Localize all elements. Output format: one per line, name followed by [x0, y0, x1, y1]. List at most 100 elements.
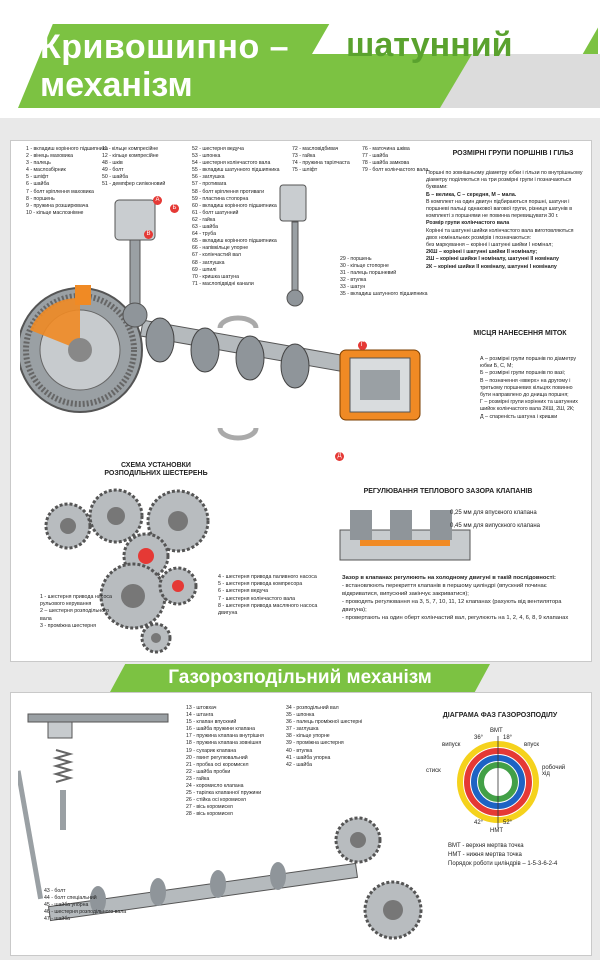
legend-item: 52 - шестерня ведуча	[192, 146, 244, 152]
sizes-text: Поршні по зовнішньому діаметру юбки і гі…	[426, 170, 584, 271]
legend-item: 66 - напівкільце упорне	[192, 245, 249, 252]
legend-item: 70 - кришка шатуна	[192, 273, 240, 280]
legend-item: 35 - вкладиш шатунного підшипника	[340, 291, 428, 298]
legend-item: 62 - гайка	[192, 216, 216, 223]
legend-item: 55 - вкладиш шатунного підшипника	[192, 167, 280, 174]
legend-item: 48 - шків	[102, 160, 123, 167]
legend-item: 47 - шайба	[44, 916, 71, 923]
legend-item: 27 - вісь коромисел	[186, 804, 233, 811]
sizes-title: РОЗМІРНІ ГРУПИ ПОРШНІВ І ГІЛЬЗ	[452, 150, 574, 157]
legend-item: 17 - пружина клапана внутрішня	[186, 733, 264, 740]
legend-item: 43 - болт	[44, 888, 66, 894]
sizes-line: 2К – корінні шийки ІІ номіналу, шатунні …	[426, 263, 557, 270]
legend-item: 18 - пружина клапана зовнішня	[186, 740, 262, 747]
legend-item: 71 - маслопідвідні канали	[192, 280, 254, 287]
sizes-line: Розмір групи колінчастого вала	[426, 220, 510, 227]
legend-item: 64 - труба	[192, 231, 216, 238]
legend-item: 20 - гвинт регулювальний	[186, 754, 248, 761]
legend-item: 63 - шайба	[192, 224, 219, 231]
sizes-line: Корінні та шатунні шийки колінчастого ва…	[426, 227, 574, 241]
gears-title: СХЕМА УСТАНОВКИ РОЗПОДІЛЬНИХ ШЕСТЕРЕНЬ	[104, 462, 208, 477]
pushrod	[18, 770, 44, 900]
legend-item: 36 - палець проміжної шестерні	[286, 719, 363, 726]
legend-item: 21 - пробка осі коромисел	[186, 761, 249, 768]
legend-item: 6 - шайба	[26, 181, 50, 188]
phase-legend: ВМТ - верхня мертва точка НМТ - нижня ме…	[448, 842, 588, 869]
crankshaft	[139, 317, 371, 389]
legend-item: 61 - болт шатунний	[192, 209, 239, 216]
valves-seq-line: - встановлюють перекриття клапанів в пер…	[342, 583, 547, 597]
label-vpusk: впуск	[524, 742, 539, 748]
header-white-tab	[312, 24, 600, 54]
gdm-legend-col2: 34 - розподільний вал 35 - шпонка 36 - п…	[286, 705, 362, 769]
legend-item: 58 - болт кріплення противаги	[192, 188, 265, 195]
pulley-cutaway	[339, 349, 421, 421]
legend-item: 14 - штанга	[186, 712, 214, 719]
valve-gap-inlet: 0,25 мм для впускного клапана	[450, 510, 537, 516]
legend-item: 15 - клапан впускний	[186, 719, 237, 726]
legend-item: 29 - поршень	[340, 256, 372, 262]
angle-label: 36°	[474, 735, 484, 741]
gears-line: 7 - шестерня колінчастого вала	[218, 595, 296, 602]
legend-item: 77 - шайба	[362, 153, 389, 160]
gear-1	[44, 502, 92, 550]
legend-item: 76 - маточина шківа	[362, 146, 410, 152]
valve-train-illustration	[339, 510, 471, 561]
gears-right-text: 4 - шестерня привода паливного насоса 5 …	[218, 574, 318, 617]
phase-legend-line: НМТ - нижня мертва точка	[448, 852, 522, 858]
sizes-line: без маркування – корінні і шатунні шийки…	[426, 242, 553, 249]
valve-spring	[52, 749, 74, 830]
sizes-line: В комплект на один двигун підбираються п…	[426, 198, 573, 220]
section-banner	[110, 664, 490, 692]
phase-diagram-title: ДІАГРАМА ФАЗ ГАЗОРОЗПОДІЛУ	[442, 712, 558, 719]
marks-text: А – розмірні групи поршнів по діаметру ю…	[480, 356, 584, 421]
mark-v-icon: В	[144, 230, 153, 239]
legend-item: 1 - вкладиш корінного підшипника	[26, 146, 108, 152]
valves-sequence: Зазор в клапанах регулюють на холодному …	[342, 574, 578, 622]
gears-illustration	[44, 488, 210, 654]
gears-line: 1 - шестерня привода насоса рульового ке…	[40, 594, 113, 608]
gdm-illustration	[18, 713, 423, 940]
angle-label: 52°	[503, 820, 513, 826]
legend-item: 44 - болт спеціальний	[44, 895, 97, 902]
legend-item: 42 - шайба	[286, 761, 313, 768]
label-vypusk: випуск	[442, 742, 461, 748]
legend-item: 28 - вісь коромисел	[186, 811, 233, 818]
legend-item: 40 - втулка	[286, 747, 313, 754]
legend-item: 3 - палець	[26, 160, 51, 167]
legend-item: 67 - колінчастий вал	[192, 252, 241, 259]
legend-item: 78 - шайба замкова	[362, 160, 410, 167]
rocker-arm	[27, 713, 169, 739]
label-robochyi: робочий хід	[542, 765, 566, 777]
angle-label: 18°	[503, 735, 513, 741]
crank-legend-col1: 1 - вкладиш корінного підшипника 2 - він…	[26, 146, 108, 217]
legend-item: 75 - шліфт	[292, 167, 318, 174]
valves-seq-line: - провертають на один оберт колінчастий …	[342, 615, 569, 621]
mark-b-icon: Б	[170, 204, 179, 213]
legend-item: 8 - поршень	[26, 195, 55, 202]
page-title-highlight: шатунний	[346, 26, 513, 64]
legend-item: 74 - пружина тарілчаста	[292, 160, 350, 167]
legend-item: 53 - шпонка	[192, 153, 221, 160]
crank-legend-col4: 72 - масловідбивач 73 - гайка 74 - пружи…	[292, 146, 350, 174]
legend-item: 60 - вкладиш корінного підшипника	[192, 202, 277, 209]
idler-gear	[334, 816, 382, 864]
gdm-legend-col1: 13 - штовхач 14 - штанга 15 - клапан впу…	[186, 705, 264, 819]
page-title-line1: Кривошипно –	[40, 28, 290, 66]
camshaft	[47, 862, 359, 922]
legend-item: 11 - кільце компресійне	[102, 146, 159, 152]
gdm-legend-col3: 43 - болт 44 - болт спеціальний 45 - шай…	[44, 888, 126, 923]
gears-line: 2 – шестерня розподільного вала	[40, 608, 109, 622]
legend-item: 23 - гайка	[186, 775, 210, 782]
legend-item: 9 - пружина розширювача	[26, 202, 89, 209]
cam-gear	[363, 880, 423, 940]
marks-line: Д – спареність шатуна і кришки	[480, 413, 558, 420]
gear-6	[158, 566, 198, 606]
label-vmt: ВМТ	[490, 728, 503, 734]
legend-item: 69 - шпилі	[192, 266, 217, 273]
section-title: Газорозподільний механізм	[168, 667, 432, 688]
gear-4	[146, 489, 210, 553]
legend-item: 34 - розподільний вал	[286, 705, 339, 711]
legend-item: 12 - кільце компресійне	[102, 153, 159, 160]
legend-item: 25 - тарілка клапанної пружини	[186, 790, 262, 797]
